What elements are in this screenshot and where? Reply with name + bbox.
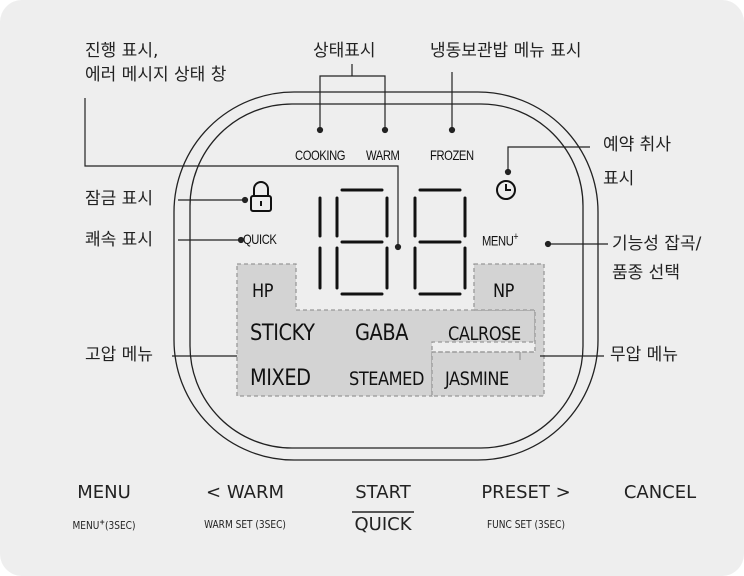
func-set-sub-label: FUNC SET (3SEC) (486, 518, 566, 531)
callout-lines (84, 64, 608, 360)
lock-icon (250, 181, 272, 212)
high-pressure-menu-label: 고압 메뉴 (85, 345, 153, 365)
sticky-menu: STICKY (250, 321, 315, 346)
gaba-menu: GABA (355, 321, 409, 346)
frozen-menu-label: 냉동보관밥 메뉴 표시 (430, 41, 582, 61)
display-inner-outline (189, 103, 584, 449)
cancel-reservation-label-line2: 표시 (603, 169, 635, 189)
warm-button[interactable]: < WARM (206, 482, 284, 503)
warm-indicator: WARM (366, 147, 400, 163)
menu-button[interactable]: MENU (77, 482, 131, 503)
progress-label-line1: 진행 표시, (85, 41, 159, 61)
start-button[interactable]: START (355, 482, 411, 503)
function-label-line1: 기능성 잡곡/ (612, 234, 702, 254)
jasmine-menu: JASMINE (445, 368, 509, 390)
progress-label-line2: 에러 메시지 상태 창 (85, 65, 227, 85)
frozen-indicator: FROZEN (430, 147, 474, 163)
calrose-menu: CALROSE (448, 323, 521, 345)
seven-segment-digits (318, 188, 467, 296)
cancel-reservation-label-line1: 예약 취사 (603, 135, 671, 155)
hp-indicator: HP (252, 280, 274, 302)
quick-button[interactable]: QUICK (354, 514, 412, 535)
preset-button[interactable]: PRESET > (481, 482, 571, 503)
quick-indicator: QUICK (243, 231, 277, 247)
status-label: 상태표시 (313, 41, 376, 61)
display-outer-outline (173, 91, 599, 461)
np-indicator: NP (493, 280, 514, 302)
lock-label: 잠금 표시 (85, 189, 153, 209)
high-pressure-menu-region (236, 263, 536, 397)
steamed-menu: STEAMED (349, 368, 424, 390)
function-label-line2: 품종 선택 (612, 263, 680, 283)
cooking-indicator: COOKING (295, 147, 346, 163)
no-pressure-menu-label: 무압 메뉴 (610, 345, 678, 365)
menu-plus-sub-label: MENU⁺(3SEC) (72, 518, 136, 533)
clock-icon (496, 180, 516, 200)
warm-set-sub-label: WARM SET (3SEC) (204, 518, 286, 531)
cancel-button[interactable]: CANCEL (623, 482, 697, 503)
mixed-menu: MIXED (250, 366, 311, 391)
quick-label: 쾌속 표시 (85, 230, 153, 250)
menu-plus-indicator: MENU+ (482, 231, 519, 249)
